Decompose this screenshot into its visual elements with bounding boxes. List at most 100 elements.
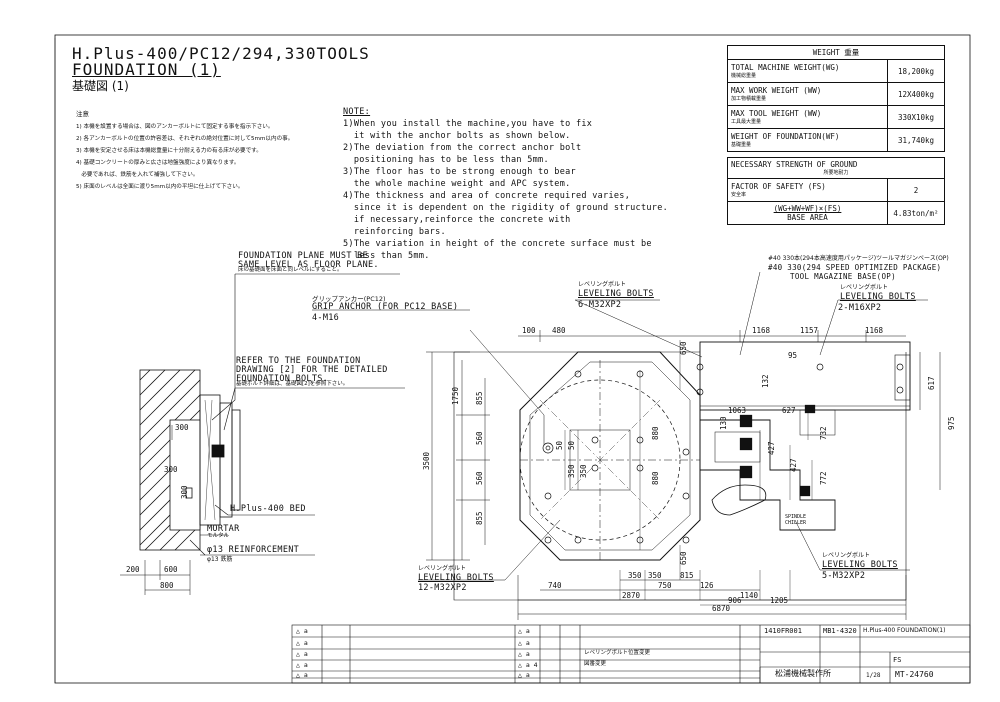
company-name: 松浦機械製作所 [775,669,831,678]
dim-text: 350 [648,571,662,580]
note-line: the whole machine weight and APC system. [343,179,571,189]
reinforcement-label-jp: φ13 鉄筋 [207,556,233,563]
dim-text: 132 [761,374,770,388]
note-line: 4)The thickness and area of concrete req… [343,191,631,201]
dim-text: 855 [475,511,484,525]
leveling-br-label: LEVELING BOLTS [822,560,898,570]
weight-label-jp: 基礎重量 [731,142,752,148]
dim-text: 350 [567,464,576,478]
table-row: FACTOR OF SAFETY (FS)安全率 2 [727,178,945,202]
safety-value: 2 [887,178,945,202]
sheet-fraction: 1/28 [866,672,881,679]
drawing-number: 1410FR001 [764,627,802,635]
dim-text: 600 [164,565,178,574]
jp-note-item: 2) 各アンカーボルトの位置の許容差は、それぞれの絶対位置に対して5mm以内の事… [76,136,294,142]
dim-text: 1750 [451,386,460,405]
section-detail [120,273,405,595]
dim-text: 906 [728,596,742,605]
weight-table-header: WEIGHT 重量 [727,45,945,60]
english-notes: NOTE: 1)When you install the machine,you… [343,107,668,261]
dim-text: 1157 [800,326,818,335]
weight-label: TOTAL MACHINE WEIGHT(WG) [731,63,840,72]
grip-anchor-label: GRIP ANCHOR (FOR PC12 BASE) [312,302,459,312]
dim-text: 650 [679,341,688,355]
weight-value: 31,740kg [887,128,945,152]
weight-label-jp: 加工物積載重量 [731,96,767,102]
dim-text: 2870 [622,591,641,600]
grip-anchor-size: 4-M16 [312,313,340,323]
drawing-subtitle: FOUNDATION (1) [72,60,221,79]
rev-mark: △ a [296,650,308,658]
jp-note-item: 4) 基礎コンクリートの厚みと広さは地盤強度により異なります。 [76,160,240,166]
jp-notes: 注意 1) 本機を設置する場合は、図のアンカーボルトにて固定する事を指示下さい。… [76,108,293,190]
chiller-label: CHILLER [785,520,807,526]
drawing-name: H.Plus-400 FOUNDATION(1) [863,627,946,634]
mortar-label: MORTAR [207,524,240,534]
leveling-top-label: LEVELING BOLTS [578,289,654,299]
dim-text: 350 [579,464,588,478]
dim-text: 1205 [770,596,788,605]
dim-text: 200 [126,565,140,574]
safety-label-jp: 安全率 [731,192,747,198]
note-line: 2)The deviation from the correct anchor … [343,143,582,153]
reinforcement-label: φ13 REINFORCEMENT [207,545,300,555]
rev-mark: △ a [518,627,530,635]
dim-text: 750 [658,581,672,590]
rev-mark: △ a [518,639,530,647]
note-line: 1)When you install the machine,you have … [343,119,593,129]
rev-mark: △ a [296,627,308,635]
rev-desc: レベリングボルト位置変更 [584,650,651,656]
title-block-lines [291,624,971,684]
leveling-br-size: 5-M32XP2 [822,571,866,581]
rev-mark: △ a [296,671,308,679]
dim-text: 95 [788,351,797,360]
refer-note: REFER TO THE FOUNDATION [236,356,361,366]
leveling-right-size: 2-M16XP2 [838,303,882,313]
dim-text: 650 [679,551,688,565]
note-line: 3)The floor has to be strong enough to b… [343,167,576,177]
note-line: 5)The variation in height of the concret… [343,239,652,249]
note-line: reinforcing bars. [343,227,446,237]
weight-label: MAX WORK WEIGHT (WW) [731,86,822,95]
dim-text: 560 [475,431,484,445]
dim-text: 800 [160,581,174,590]
dim-text: 880 [651,471,660,485]
dim-text: 740 [548,581,562,590]
dim-text: 772 [819,471,828,485]
dim-text: 880 [651,426,660,440]
refer-note: DRAWING [2] FOR THE DETAILED [236,365,388,375]
drawing-title: H.Plus-400/PC12/294,330TOOLS [72,44,370,63]
jp-note-item: 5) 床面のレベルは全面に渡り5mm以内の平坦に仕上げて下さい。 [76,184,244,190]
base-area: BASE AREA [787,213,828,222]
weight-table: WEIGHT 重量 TOTAL MACHINE WEIGHT(WG)機械総重量 … [727,45,945,152]
dim-text: 855 [475,391,484,405]
strength-result: 4.83ton/m² [887,201,945,225]
dim-text: 100 [522,326,536,335]
dim-text: 6870 [712,604,731,613]
note-line: positioning has to be less than 5mm. [343,155,549,165]
weight-label-jp: 機械総重量 [731,73,757,79]
plane-note-jp: 床の基礎面を床面と同レベルにすること。 [238,267,343,273]
dim-text: 50 [555,440,564,450]
strength-header: NECESSARY STRENGTH OF GROUND [731,160,858,169]
leveling-br-jp: レベリングボルト [822,552,871,559]
dim-text: 300 [175,423,189,432]
plan-text: 300 300 300 200 600 800 100 480 1168 115… [126,326,956,613]
rev-mark: △ a 4 [518,661,538,669]
plane-note: SAME LEVEL AS FLOOR PLANE. [238,260,379,270]
rev-mark: △ a [518,671,530,679]
dim-text: 3500 [422,451,431,470]
note-line: since it is dependent on the rigidity of… [343,203,669,213]
strength-header-jp: 所要地耐力 [823,170,849,176]
dim-text: 126 [700,581,714,590]
dim-text: 350 [628,571,642,580]
leveling-top-size: 6-M32XP2 [578,300,622,310]
weight-label-jp: 工具最大重量 [731,119,762,125]
note-line: if necessary,reinforce the concrete with [343,215,571,225]
leveling-bottom-label: LEVELING BOLTS [418,573,494,583]
safety-label: FACTOR OF SAFETY (FS) [731,182,826,191]
magazine-line2: #40 330(294 SPEED OPTIMIZED PACKAGE) [768,263,942,272]
table-row: MAX WORK WEIGHT (WW)加工物積載重量 12X400kg [727,82,945,106]
